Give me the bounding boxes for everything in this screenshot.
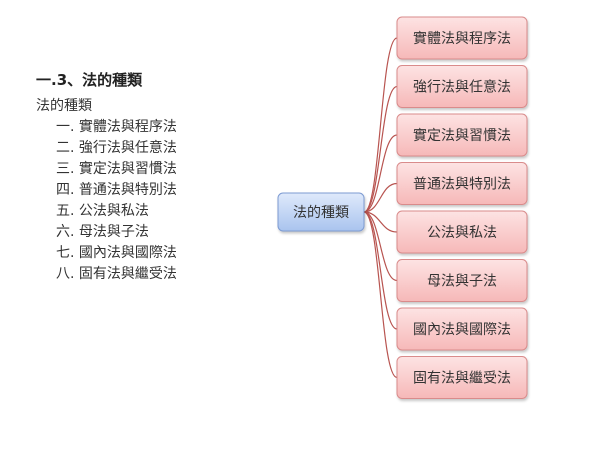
outline-item: 三. 實定法與習慣法 xyxy=(56,161,177,177)
connector-line xyxy=(363,134,398,213)
outline-item: 七. 國內法與國際法 xyxy=(56,245,177,261)
connector-line xyxy=(363,182,398,213)
branch-node-label: 實定法與習慣法 xyxy=(413,127,511,144)
outline-panel: 一.3、法的種類 法的種類 一. 實體法與程序法 二. 強行法與任意法 三. 實… xyxy=(36,70,256,285)
branch-node-label: 固有法與繼受法 xyxy=(413,371,511,387)
branch-node-box xyxy=(396,356,528,399)
branch-node-label: 母法與子法 xyxy=(427,274,497,290)
branch-node-box xyxy=(396,162,528,205)
branch-node: 母法與子法 xyxy=(396,259,528,302)
branch-node-box xyxy=(396,210,528,254)
branch-node-label: 實體法與程序法 xyxy=(413,30,511,47)
outline-item: 二. 強行法與任意法 xyxy=(56,140,177,156)
root-node-label: 法的種類 xyxy=(293,205,349,221)
branch-node-box xyxy=(396,16,528,60)
branch-node-box xyxy=(396,65,528,108)
branch-node-box xyxy=(396,259,528,302)
outline-subtitle: 法的種類 xyxy=(36,98,92,114)
branch-node-box xyxy=(396,113,528,157)
outline-item: 八. 固有法與繼受法 xyxy=(56,266,177,282)
outline-item: 四. 普通法與特別法 xyxy=(56,182,177,198)
connector-line xyxy=(363,211,398,379)
connector-line xyxy=(363,211,398,282)
node-group: 實體法與程序法強行法與任意法實定法與習慣法普通法與特別法公法與私法母法與子法國內… xyxy=(277,16,528,399)
connector-group xyxy=(363,37,398,379)
branch-node: 國內法與國際法 xyxy=(396,307,528,351)
branch-node: 實定法與習慣法 xyxy=(396,113,528,157)
branch-node-box xyxy=(396,307,528,351)
outline-item: 一. 實體法與程序法 xyxy=(56,119,177,135)
branch-node-label: 國內法與國際法 xyxy=(413,322,511,338)
branch-node-label: 公法與私法 xyxy=(427,225,497,241)
branch-node-label: 強行法與任意法 xyxy=(413,79,511,96)
outline-item: 六. 母法與子法 xyxy=(56,224,149,240)
root-node-box xyxy=(277,192,365,232)
root-node: 法的種類 xyxy=(277,192,365,232)
outline-title: 一.3、法的種類 xyxy=(36,71,143,89)
connector-line xyxy=(363,85,398,213)
connector-line xyxy=(363,211,398,330)
outline-list: 一. 實體法與程序法 二. 強行法與任意法 三. 實定法與習慣法 四. 普通法與… xyxy=(36,117,256,285)
branch-node: 普通法與特別法 xyxy=(396,162,528,205)
branch-node-label: 普通法與特別法 xyxy=(413,177,511,193)
branch-node: 固有法與繼受法 xyxy=(396,356,528,399)
branch-node: 公法與私法 xyxy=(396,210,528,254)
connector-line xyxy=(363,37,398,213)
branch-node: 實體法與程序法 xyxy=(396,16,528,60)
outline-item: 五. 公法與私法 xyxy=(56,203,149,219)
branch-node: 強行法與任意法 xyxy=(396,65,528,108)
